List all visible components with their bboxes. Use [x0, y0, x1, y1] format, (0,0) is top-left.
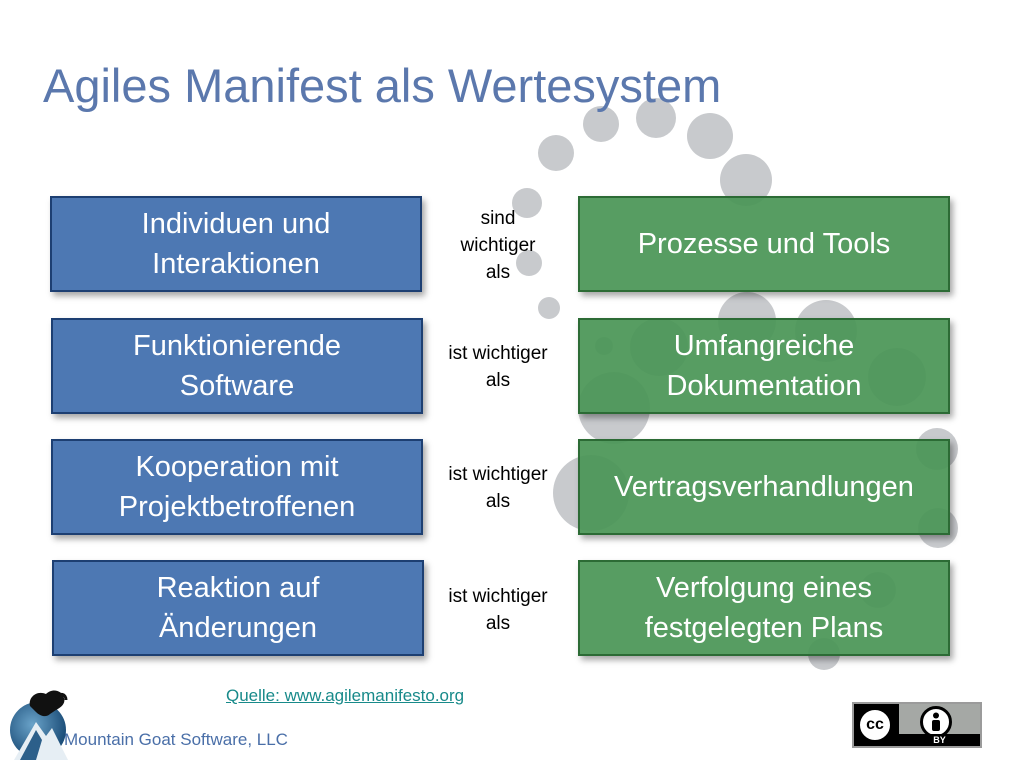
value-left-line: Änderungen — [158, 612, 317, 644]
decorative-dot — [538, 135, 574, 171]
decorative-dot — [512, 188, 542, 218]
value-left-line: Software — [179, 370, 295, 402]
cc-icon: cc — [857, 707, 893, 743]
comparison-line: sind — [480, 208, 516, 229]
comparison-line: als — [485, 613, 511, 634]
mountain-goat-logo-graphic — [10, 690, 68, 760]
comparison-line: ist wichtiger — [448, 343, 548, 364]
comparison-text: ist wichtiger als — [428, 583, 568, 637]
company-name: Mountain Goat Software, LLC — [64, 730, 288, 749]
comparison-line: ist wichtiger — [448, 586, 548, 607]
creative-commons-by-icon: cc BY — [852, 702, 982, 748]
value-right-line: Prozesse und Tools — [637, 228, 891, 260]
decorative-dot — [687, 113, 733, 159]
value-right-contracts: Vertragsverhandlungen — [578, 439, 950, 535]
value-left-line: Kooperation mit — [135, 451, 339, 483]
value-right-processes: Prozesse und Tools — [578, 196, 950, 292]
slide-title: Agiles Manifest als Wertesystem — [43, 59, 722, 112]
decorative-dot — [636, 98, 676, 138]
comparison-text: ist wichtiger als — [428, 340, 568, 394]
by-label: BY — [899, 734, 980, 746]
decorative-dot — [516, 250, 542, 276]
person-icon — [920, 706, 952, 738]
value-right-line: Verfolgung eines — [655, 572, 873, 604]
comparison-line: wichtiger — [460, 235, 536, 256]
value-right-line: Umfangreiche — [673, 330, 855, 362]
decorative-dot — [583, 106, 619, 142]
person-glyph — [932, 712, 940, 731]
value-left-line: Funktionierende — [133, 330, 341, 362]
value-right-line: Dokumentation — [666, 370, 862, 402]
comparison-line: als — [485, 491, 511, 512]
comparison-line: als — [485, 262, 511, 283]
value-right-plan: Verfolgung eines festgelegten Plans — [578, 560, 950, 656]
comparison-line: als — [485, 370, 511, 391]
value-left-line: Interaktionen — [152, 248, 320, 280]
source-link[interactable]: Quelle: www.agilemanifesto.org — [226, 686, 465, 705]
value-right-line: festgelegten Plans — [644, 612, 884, 644]
value-left-line: Projektbetroffenen — [118, 491, 356, 523]
comparison-line: ist wichtiger — [448, 464, 548, 485]
mountain-goat-logo-icon — [6, 684, 72, 762]
value-right-line: Vertragsverhandlungen — [614, 471, 914, 503]
decorative-dot — [538, 297, 560, 319]
comparison-text: sind wichtiger als — [428, 205, 568, 286]
value-left-line: Individuen und — [141, 208, 331, 240]
comparison-text: ist wichtiger als — [428, 461, 568, 515]
value-left-line: Reaktion auf — [156, 572, 320, 604]
